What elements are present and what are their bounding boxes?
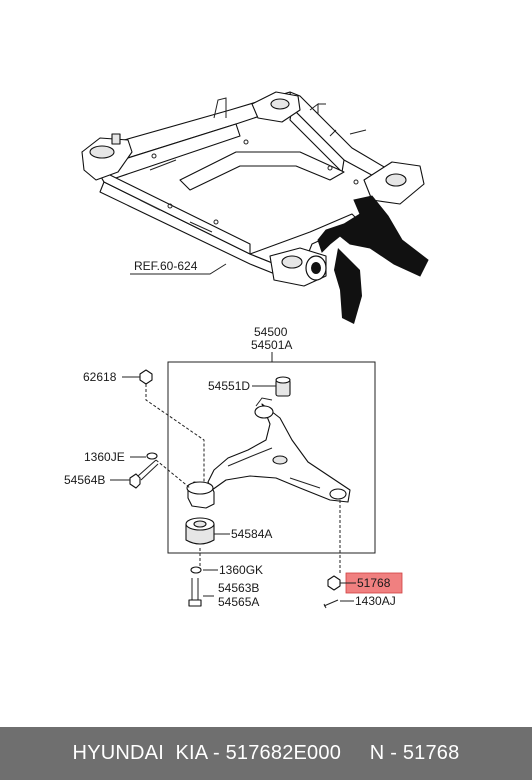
washer-1360GK bbox=[190, 566, 202, 574]
lower-control-arm bbox=[186, 397, 351, 509]
callout-54584A[interactable]: 54584A bbox=[231, 527, 272, 541]
assembly-label-54501A[interactable]: 54501A bbox=[251, 338, 292, 352]
callout-1360JE[interactable]: 1360JE bbox=[84, 450, 125, 464]
bushing-54551D bbox=[275, 376, 291, 397]
callout-62618[interactable]: 62618 bbox=[83, 370, 117, 384]
callout-54563B[interactable]: 54563B bbox=[218, 581, 259, 595]
ref-label[interactable]: REF.60-624 bbox=[134, 259, 198, 273]
callout-54564B[interactable]: 54564B bbox=[64, 473, 105, 487]
assembly-label-54500[interactable]: 54500 bbox=[254, 325, 288, 339]
callout-1360GK[interactable]: 1360GK bbox=[219, 563, 263, 577]
parts-diagram: REF.60-624 54500 54501A 54551D 54584A 62… bbox=[64, 91, 429, 609]
nut-62618 bbox=[139, 369, 153, 385]
bolt-54564B bbox=[129, 459, 191, 489]
callout-54565A[interactable]: 54565A bbox=[218, 595, 259, 609]
lower-arm-silhouette bbox=[317, 195, 429, 277]
bushing-54584A bbox=[185, 517, 215, 545]
callout-1430AJ[interactable]: 1430AJ bbox=[355, 594, 396, 608]
bolt-54563B bbox=[188, 578, 202, 607]
washer-1360JE bbox=[146, 452, 158, 460]
cotter-pin-1430AJ bbox=[323, 599, 339, 609]
assembly-bracket-box bbox=[167, 361, 376, 554]
callout-51768[interactable]: 51768 bbox=[357, 576, 391, 590]
part-number-footer: HYUNDAI KIA - 517682E000 N - 51768 bbox=[0, 727, 532, 780]
callout-54551D[interactable]: 54551D bbox=[208, 379, 250, 393]
subframe-illustration bbox=[81, 91, 429, 324]
nut-51768 bbox=[327, 575, 341, 591]
